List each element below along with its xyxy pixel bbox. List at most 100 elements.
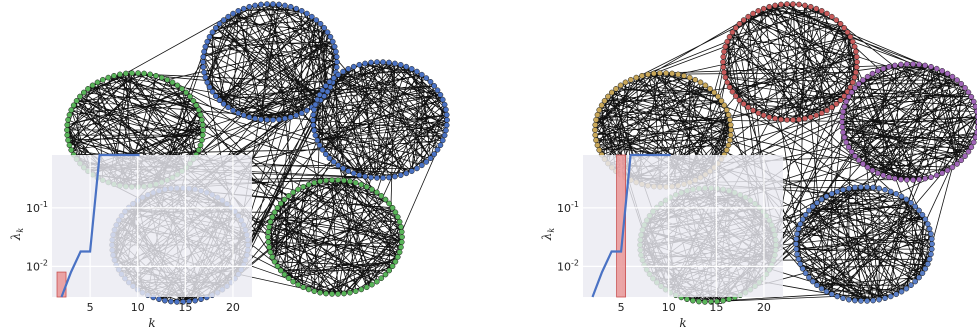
node [443,111,450,118]
node [912,203,919,210]
node [760,5,767,12]
node [849,79,856,86]
node [201,48,207,55]
node [64,132,71,138]
node [840,129,846,136]
node [317,289,323,296]
node [806,207,812,214]
node [922,265,929,272]
node [864,164,871,171]
node [358,286,365,293]
x-tick-label: 20 [226,301,240,314]
node [740,101,747,107]
node [105,74,112,81]
node [431,151,438,157]
node [828,291,835,298]
node [408,66,415,72]
node [287,3,294,10]
node [195,147,202,153]
node [797,221,804,227]
node [870,184,876,191]
node [790,1,796,7]
node [793,246,800,252]
node [772,115,778,122]
node [833,17,840,23]
node [380,59,386,65]
node [874,68,881,74]
node [720,297,726,304]
node [235,110,242,116]
node [726,296,732,303]
node-cluster-1 [720,1,860,123]
x-tick-label: 10 [662,301,676,314]
node [796,116,802,123]
node [209,29,216,36]
node [848,89,855,96]
node [373,278,380,285]
node [898,288,905,295]
node [398,244,404,251]
node [282,2,288,9]
node [321,25,328,31]
node [847,84,854,91]
node [322,83,329,89]
node [193,102,200,109]
node [94,79,101,86]
node [300,183,307,190]
node [928,174,934,181]
node [323,177,329,184]
node [117,71,123,78]
node [183,89,190,96]
node [598,102,605,109]
node [70,102,77,109]
node [729,88,736,95]
node [341,177,347,184]
node [77,93,83,100]
node [270,117,276,123]
node [903,285,910,292]
node [418,71,425,78]
node [772,2,778,9]
node [392,173,398,180]
node [397,172,404,179]
node [790,117,796,123]
node [334,59,340,65]
node [316,91,323,98]
node [99,76,106,83]
node [732,25,739,31]
node [727,116,733,123]
node [209,88,216,95]
node [314,96,321,103]
node [617,82,624,89]
node [594,142,601,149]
node [834,293,841,300]
node [720,64,727,71]
node [933,172,940,179]
node [141,70,147,77]
y-axis-label: λk [9,228,25,242]
node [201,69,207,76]
node [663,70,669,76]
node [240,112,247,119]
node [258,1,264,8]
node [837,97,844,104]
node [335,71,342,78]
node [924,221,931,227]
node [326,78,333,85]
node [846,296,852,303]
node [300,284,307,291]
node [153,72,159,79]
node [813,5,820,12]
y-tick-label: 10-1 [26,200,48,215]
node [876,296,882,303]
node [928,230,934,237]
node [916,176,922,183]
node [220,17,227,23]
node [828,13,835,20]
node [271,258,278,265]
node [841,134,848,141]
node [852,85,858,91]
node [368,174,374,181]
node-cluster-2 [839,61,977,183]
node [162,297,168,304]
